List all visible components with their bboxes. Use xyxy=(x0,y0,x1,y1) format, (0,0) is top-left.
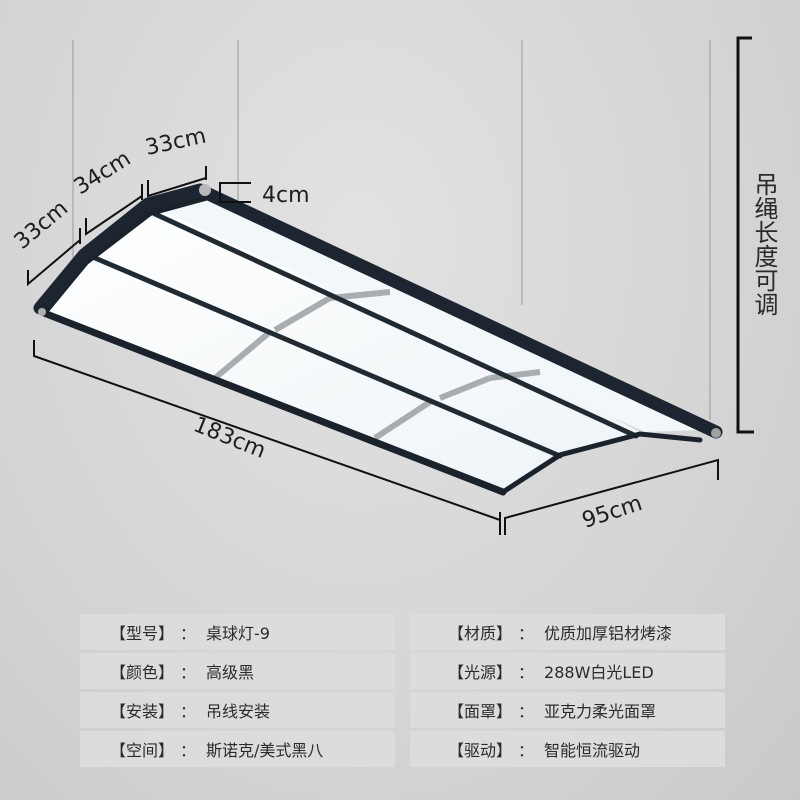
spec-sep: ： xyxy=(518,702,535,721)
spec-key: 【光源】 xyxy=(448,663,513,682)
spec-key: 【空间】 xyxy=(110,741,175,760)
hanging-wires xyxy=(72,40,711,420)
spec-key: 【驱动】 xyxy=(448,741,513,760)
cord-length-label: 吊绳长度可调 xyxy=(750,172,778,316)
spec-key: 【型号】 xyxy=(110,624,175,643)
spec-row-light-source: 【光源】 ： 288W白光LED xyxy=(410,653,725,689)
spec-sep: ： xyxy=(180,663,197,682)
spec-value: 智能恒流驱动 xyxy=(544,741,641,760)
spec-sep: ： xyxy=(518,741,535,760)
spec-sep: ： xyxy=(518,624,535,643)
spec-sep: ： xyxy=(180,624,197,643)
spec-row-model: 【型号】 ： 桌球灯-9 xyxy=(80,614,395,650)
spec-value: 吊线安装 xyxy=(206,702,271,721)
dim-length: 183cm xyxy=(190,412,269,463)
dim-middle-34: 34cm xyxy=(70,146,135,200)
spec-row-diffuser: 【面罩】 ： 亚克力柔光面罩 xyxy=(410,692,725,728)
dim-right-33: 33cm xyxy=(143,124,208,161)
lamp-body xyxy=(33,183,723,496)
spec-value: 斯诺克/美式黑八 xyxy=(206,741,324,760)
spec-sep: ： xyxy=(180,741,197,760)
spec-value: 桌球灯-9 xyxy=(206,624,270,643)
spec-key: 【材质】 xyxy=(448,624,513,643)
dimension-lines xyxy=(27,36,754,535)
spec-row-space: 【空间】 ： 斯诺克/美式黑八 xyxy=(80,731,395,767)
dim-left-33: 33cm xyxy=(10,196,73,255)
spec-row-material: 【材质】 ： 优质加厚铝材烤漆 xyxy=(410,614,725,650)
spec-value: 优质加厚铝材烤漆 xyxy=(544,624,673,643)
lamp-illustration: 33cm 34cm 33cm 4cm 183cm 95cm xyxy=(10,36,754,535)
spec-key: 【颜色】 xyxy=(110,663,175,682)
spec-value: 亚克力柔光面罩 xyxy=(544,702,657,721)
spec-sep: ： xyxy=(518,663,535,682)
spec-key: 【面罩】 xyxy=(448,702,513,721)
dim-thickness: 4cm xyxy=(262,183,310,208)
spec-sep: ： xyxy=(180,702,197,721)
spec-key: 【安装】 xyxy=(110,702,175,721)
product-diagram: 33cm 34cm 33cm 4cm 183cm 95cm 吊绳长度可调 xyxy=(10,36,778,535)
spec-row-color: 【颜色】 ： 高级黑 xyxy=(80,653,395,689)
spec-row-driver: 【驱动】 ： 智能恒流驱动 xyxy=(410,731,725,767)
spec-value: 高级黑 xyxy=(206,663,255,682)
spec-table: 【型号】 ： 桌球灯-9 【材质】 ： 优质加厚铝材烤漆 【颜色】 ： 高级黑 【光源】 ： 2… xyxy=(80,614,725,767)
spec-row-installation: 【安装】 ： 吊线安装 xyxy=(80,692,395,728)
spec-value: 288W白光LED xyxy=(544,663,654,682)
dim-width: 95cm xyxy=(579,491,645,534)
